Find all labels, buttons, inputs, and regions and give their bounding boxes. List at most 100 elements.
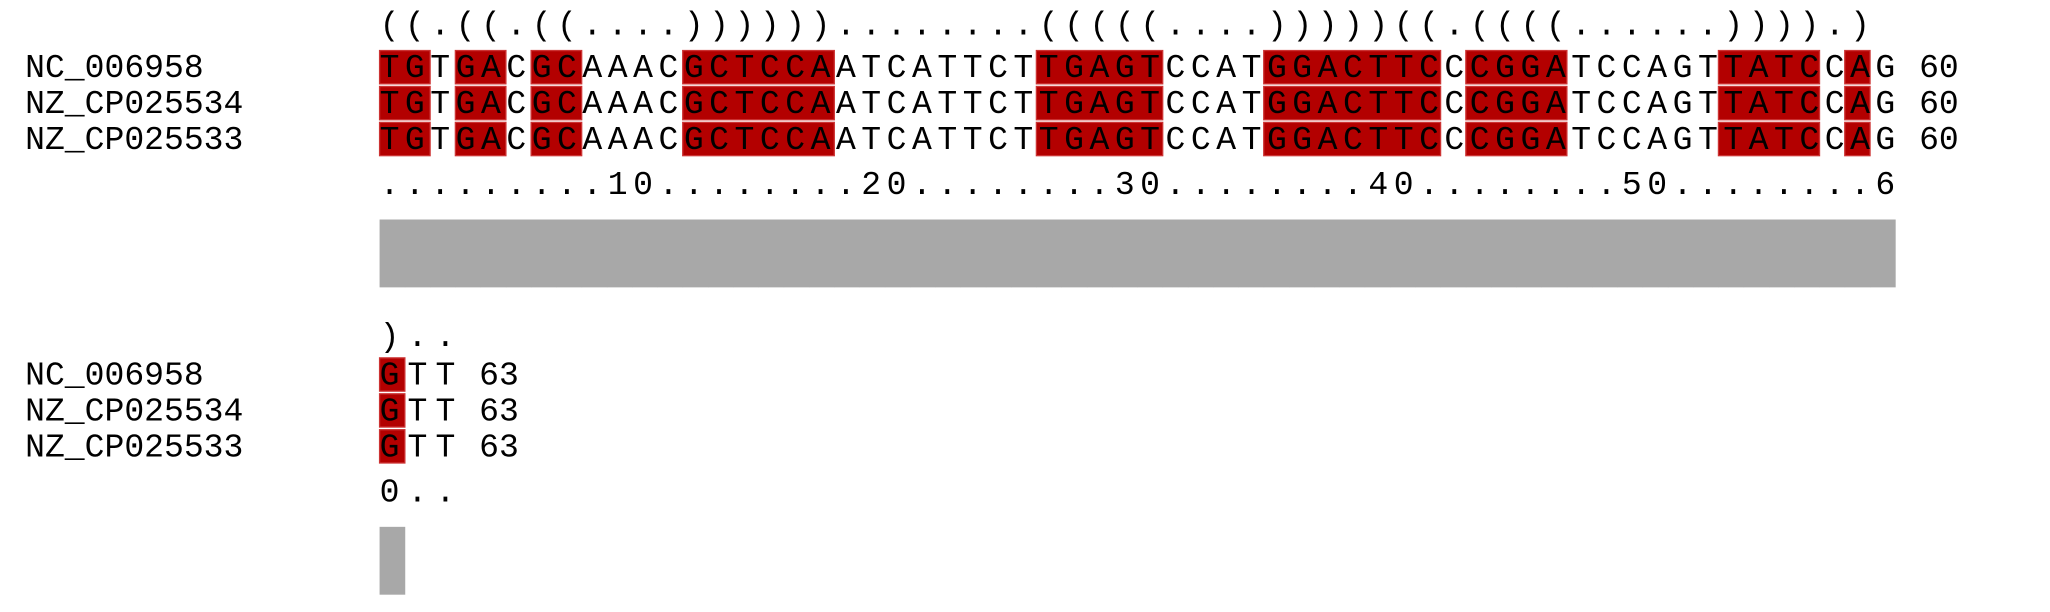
conservation-bar bbox=[379, 526, 406, 595]
alignment-block-1: ((.((.((....))))))........(((((....)))))… bbox=[25, 7, 1959, 288]
paired-highlight bbox=[1263, 85, 1442, 121]
conservation-bar bbox=[430, 219, 456, 288]
paired-highlight bbox=[454, 85, 507, 121]
paired-highlight bbox=[1035, 121, 1164, 157]
sequence-residues: GTT bbox=[380, 392, 456, 430]
conservation-bar bbox=[1036, 219, 1063, 288]
paired-highlight bbox=[1844, 49, 1871, 85]
paired-highlight bbox=[1263, 121, 1442, 157]
conservation-bar bbox=[1415, 219, 1441, 288]
conservation-bar bbox=[1541, 219, 1568, 288]
sequence-name: NC_006958 bbox=[25, 356, 204, 394]
paired-highlight bbox=[1035, 85, 1164, 121]
paired-highlight bbox=[378, 357, 406, 392]
conservation-bar bbox=[758, 219, 785, 288]
conservation-bar bbox=[1693, 219, 1719, 288]
conservation-bar bbox=[1491, 219, 1517, 288]
conservation-bar bbox=[657, 219, 684, 288]
paired-highlight bbox=[378, 49, 431, 85]
paired-highlight bbox=[1717, 121, 1821, 157]
paired-highlight bbox=[1465, 85, 1568, 121]
sequence-residues: GTT bbox=[380, 428, 456, 466]
conservation-bar bbox=[1112, 219, 1138, 288]
paired-highlight bbox=[1465, 49, 1568, 85]
conservation-bar bbox=[1390, 219, 1416, 288]
paired-highlight bbox=[1035, 49, 1164, 85]
paired-highlight bbox=[682, 121, 835, 157]
paired-highlight bbox=[530, 121, 583, 157]
conservation-bar bbox=[834, 219, 860, 288]
conservation-bar bbox=[783, 219, 810, 288]
conservation-bar bbox=[1566, 219, 1593, 288]
conservation-bar bbox=[1238, 219, 1265, 288]
conservation-bar bbox=[1844, 219, 1871, 288]
conservation-bar bbox=[581, 219, 608, 288]
paired-highlight bbox=[454, 49, 507, 85]
paired-highlight bbox=[530, 85, 583, 121]
paired-highlight bbox=[1717, 49, 1821, 85]
conservation-bar bbox=[1440, 219, 1467, 288]
structure-line: ).. bbox=[380, 318, 456, 356]
conservation-bar bbox=[985, 219, 1012, 288]
conservation-bar bbox=[556, 219, 583, 288]
paired-highlight bbox=[530, 49, 583, 85]
conservation-bar bbox=[606, 219, 633, 288]
sequence-end-position: 60 bbox=[1919, 85, 1959, 123]
conservation-bar bbox=[1870, 219, 1896, 288]
conservation-bar bbox=[1263, 219, 1290, 288]
conservation-bar bbox=[1289, 219, 1315, 288]
conservation-bar bbox=[1314, 219, 1340, 288]
conservation-bar bbox=[1743, 219, 1770, 288]
conservation-bar bbox=[1617, 219, 1644, 288]
sequence-end-position: 60 bbox=[1919, 49, 1959, 87]
conservation-bar bbox=[859, 219, 886, 288]
paired-highlight bbox=[1844, 121, 1871, 157]
conservation-bar bbox=[1364, 219, 1391, 288]
conservation-bar bbox=[1768, 219, 1795, 288]
paired-highlight bbox=[454, 121, 507, 157]
conservation-bar bbox=[505, 219, 532, 288]
conservation-bar bbox=[1011, 219, 1037, 288]
conservation-bar bbox=[1086, 219, 1113, 288]
sequence-name: NC_006958 bbox=[25, 49, 204, 87]
conservation-bar bbox=[1667, 219, 1694, 288]
sequence-name: NZ_CP025534 bbox=[25, 392, 243, 430]
conservation-bar bbox=[884, 219, 911, 288]
conservation-bar bbox=[1794, 219, 1820, 288]
sequence-end-position: 60 bbox=[1919, 121, 1959, 159]
conservation-bar bbox=[1819, 219, 1846, 288]
paired-highlight bbox=[1263, 49, 1442, 85]
position-ruler: 0.. bbox=[380, 473, 456, 511]
conservation-bar bbox=[682, 219, 709, 288]
conservation-bar bbox=[480, 219, 507, 288]
conservation-bar bbox=[455, 219, 482, 288]
paired-highlight bbox=[1465, 121, 1568, 157]
conservation-bar bbox=[1137, 219, 1164, 288]
conservation-bar bbox=[809, 219, 835, 288]
conservation-bar bbox=[1061, 219, 1088, 288]
paired-highlight bbox=[378, 429, 406, 464]
conservation-bar bbox=[1162, 219, 1189, 288]
conservation-bar bbox=[1213, 219, 1239, 288]
paired-highlight bbox=[378, 393, 406, 428]
position-ruler: .........10........20........30........4… bbox=[380, 166, 1896, 204]
paired-highlight bbox=[1844, 85, 1871, 121]
conservation-bar bbox=[632, 219, 658, 288]
sequence-end-position: 63 bbox=[479, 428, 519, 466]
sequence-name: NZ_CP025534 bbox=[25, 85, 243, 123]
structure-line: ((.((.((....))))))........(((((....)))))… bbox=[380, 7, 1870, 45]
paired-highlight bbox=[378, 85, 431, 121]
conservation-bar bbox=[935, 219, 962, 288]
sequence-name: NZ_CP025533 bbox=[25, 121, 243, 159]
paired-highlight bbox=[378, 121, 431, 157]
conservation-bar bbox=[379, 219, 406, 288]
conservation-bar bbox=[960, 219, 987, 288]
sequence-end-position: 63 bbox=[479, 392, 519, 430]
conservation-bar bbox=[531, 219, 557, 288]
conservation-bar bbox=[1465, 219, 1492, 288]
conservation-bar bbox=[1718, 219, 1745, 288]
conservation-bar bbox=[404, 219, 431, 288]
conservation-bar bbox=[1187, 219, 1214, 288]
sequence-residues: GTT bbox=[380, 356, 456, 394]
